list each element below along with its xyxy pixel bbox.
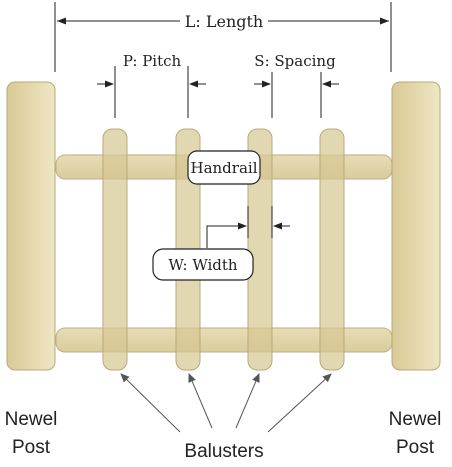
baluster-1 xyxy=(102,128,128,371)
width-label: W: Width xyxy=(168,256,238,274)
width-label-box xyxy=(152,248,254,281)
newel-post-left xyxy=(6,81,56,371)
pitch-label: P: Pitch xyxy=(123,52,182,70)
pitch-dimension: P: Pitch xyxy=(97,52,206,118)
handrail-callout: Handrail xyxy=(187,150,261,185)
length-arrow-left xyxy=(57,17,66,25)
baluster-arrow-3 xyxy=(235,373,260,429)
pitch-arrow-left xyxy=(105,80,114,88)
baluster-arrow-1 xyxy=(120,373,181,433)
baluster-4 xyxy=(319,128,345,371)
newel-post-right-label-line1: Newel xyxy=(389,409,442,430)
width-dimension: W: Width xyxy=(152,206,290,281)
baluster-arrow-2 xyxy=(188,373,213,429)
handrail-label-box xyxy=(187,150,261,185)
width-arrow-left xyxy=(238,222,247,230)
newel-post-right xyxy=(391,81,441,371)
newel-post-left-label-line2: Post xyxy=(12,437,51,458)
length-label: L: Length xyxy=(185,12,263,31)
bottom-rail xyxy=(55,327,393,353)
newel-post-left-label-line1: Newel xyxy=(5,409,58,430)
balusters-label: Balusters xyxy=(184,441,263,462)
handrail-label: Handrail xyxy=(191,159,258,177)
width-arrow-right xyxy=(273,222,282,230)
baluster-3 xyxy=(247,128,273,371)
spacing-arrow-left xyxy=(262,80,271,88)
newel-post-right-label-line2: Post xyxy=(396,437,435,458)
width-arrow-line-left xyxy=(206,225,246,248)
spacing-dimension: S: Spacing xyxy=(254,52,339,118)
baluster-arrow-4 xyxy=(267,373,332,433)
spacing-label: S: Spacing xyxy=(254,52,336,70)
pitch-arrow-right xyxy=(189,80,198,88)
length-dimension: L: Length xyxy=(54,2,392,72)
spacing-arrow-right xyxy=(322,80,331,88)
length-arrow-right xyxy=(380,17,389,25)
balusters-arrows xyxy=(120,373,332,433)
